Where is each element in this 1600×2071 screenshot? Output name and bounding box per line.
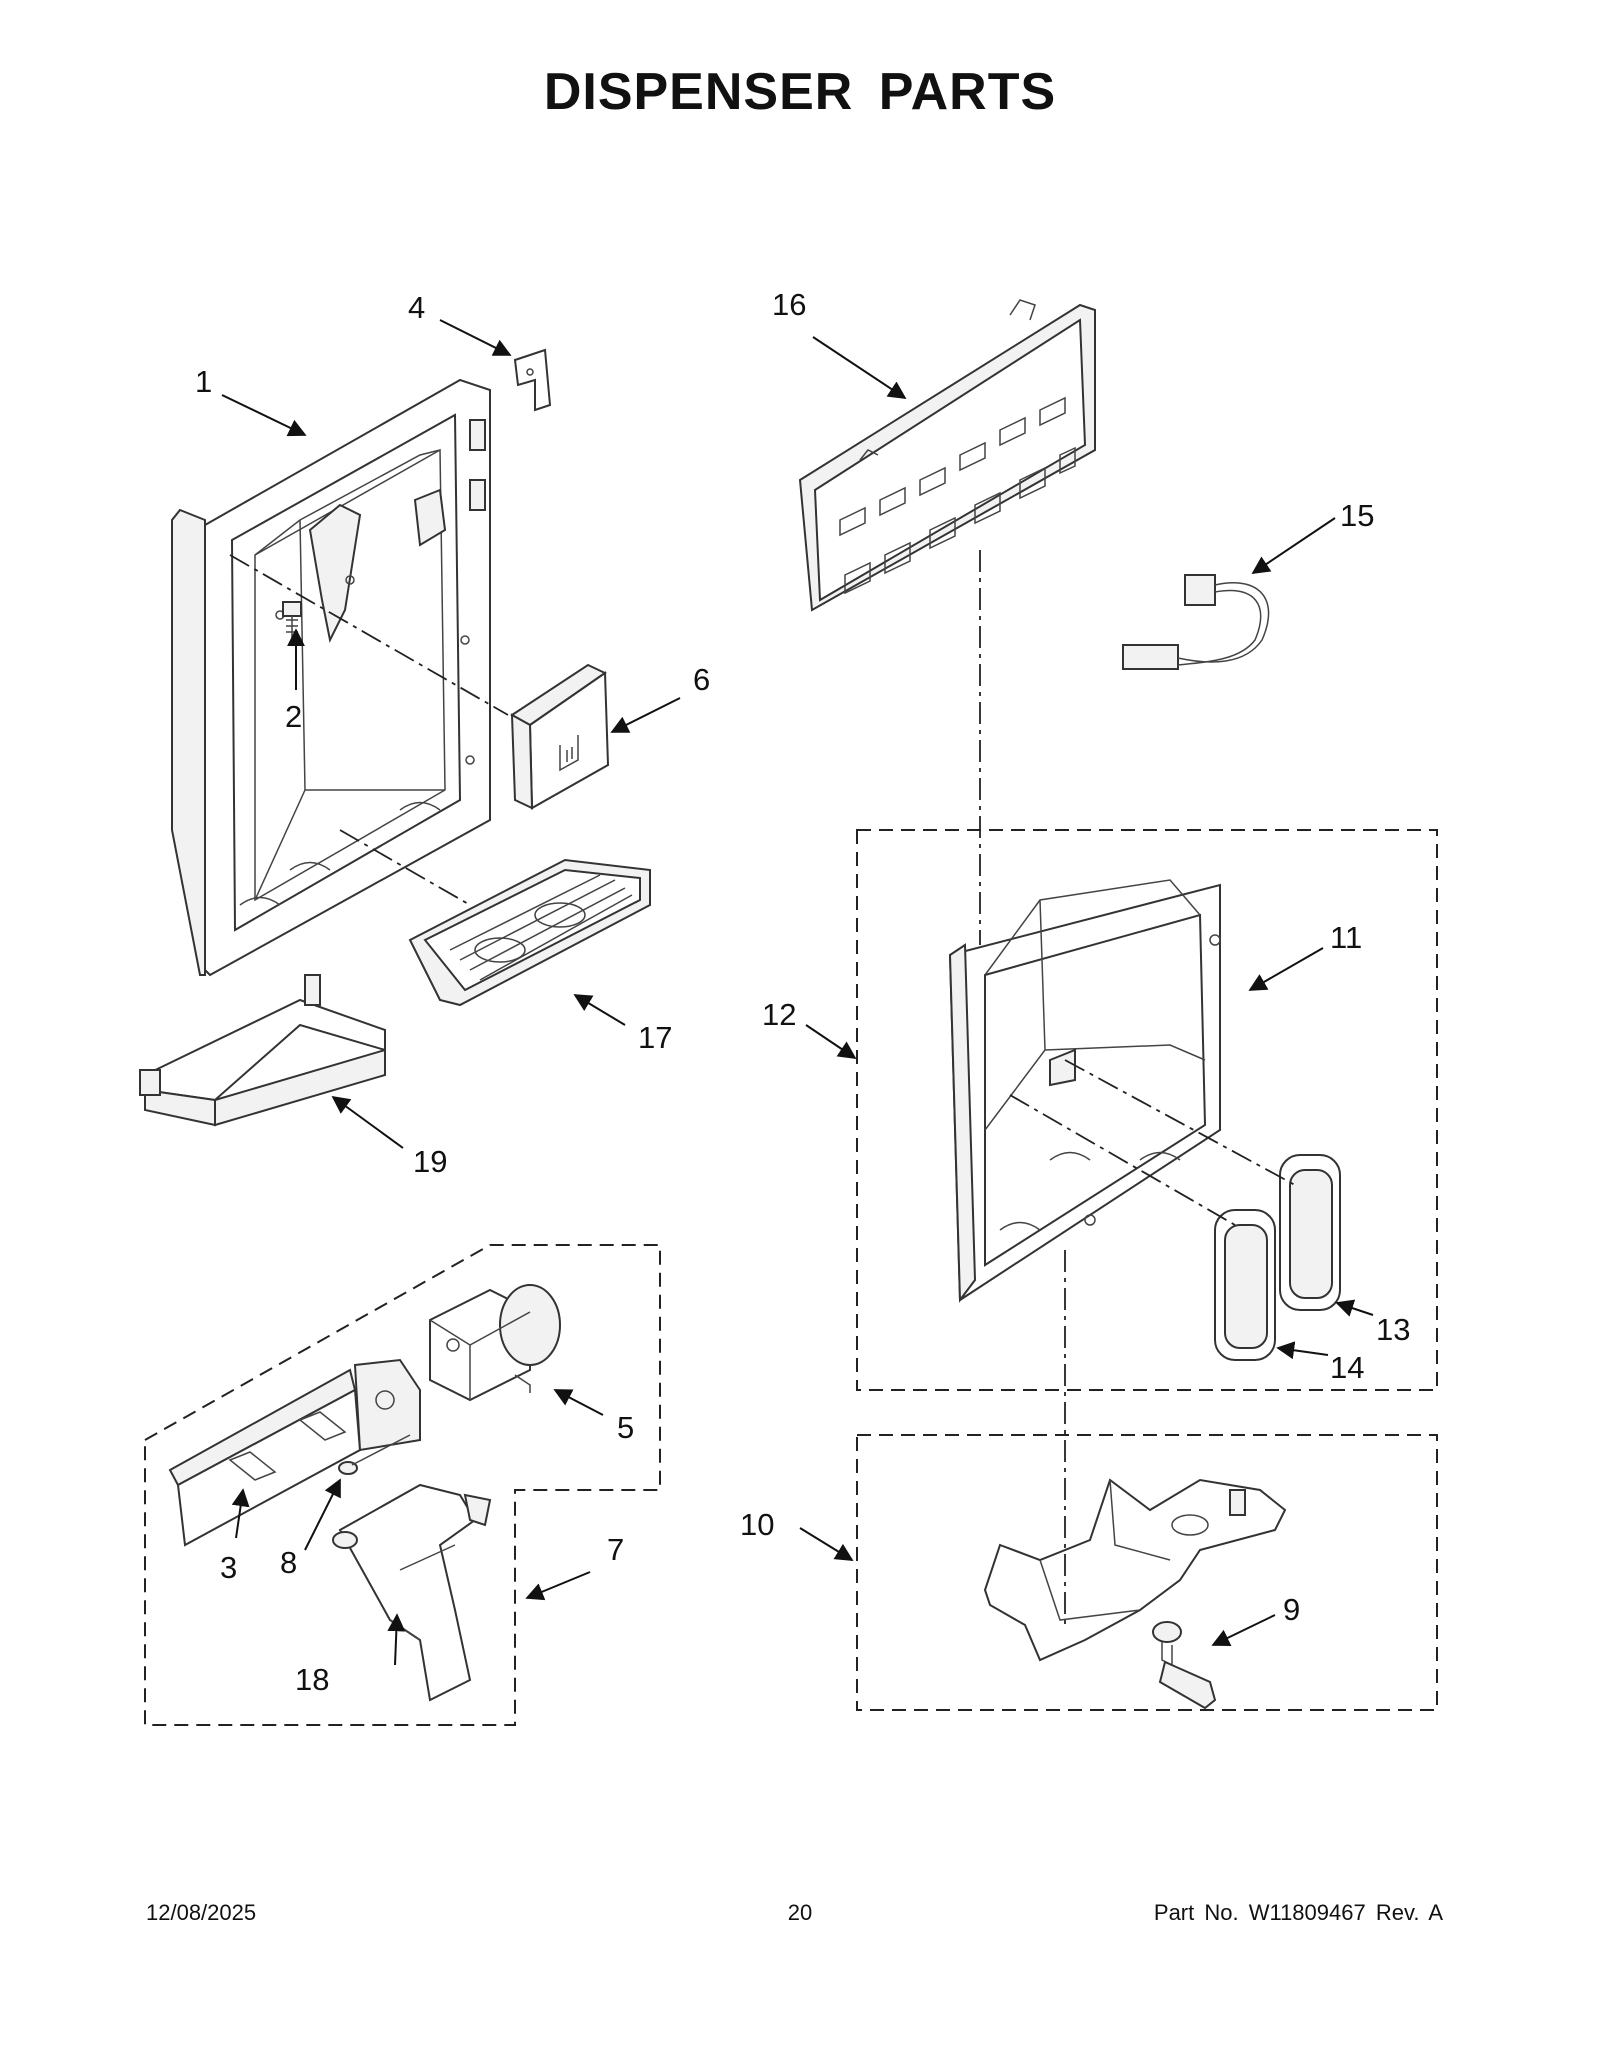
part-8-pin <box>338 1434 411 1475</box>
part-10-ice-chute <box>983 1478 1287 1662</box>
callout-labels: 1 2 3 4 5 6 7 8 9 10 11 12 13 14 15 16 1… <box>195 287 1410 1697</box>
callout-19: 19 <box>413 1144 447 1179</box>
callout-14: 14 <box>1330 1350 1364 1385</box>
callout-18: 18 <box>295 1662 329 1697</box>
part-2-screw <box>282 601 302 640</box>
callout-16: 16 <box>772 287 806 322</box>
part-6-cover <box>510 663 610 810</box>
footer-date: 12/08/2025 <box>146 1900 257 1925</box>
part-11-dispenser-frame <box>948 879 1221 1303</box>
group-7-outline <box>144 1244 661 1726</box>
part-14-pad <box>1214 1209 1276 1361</box>
group-12-outline <box>856 829 1438 1391</box>
callout-5: 5 <box>617 1410 634 1445</box>
page-title: DISPENSER PARTS <box>543 63 1057 121</box>
callout-10: 10 <box>740 1507 774 1542</box>
part-1-dispenser-housing <box>171 378 491 977</box>
part-13-pad <box>1279 1154 1341 1311</box>
part-15-wire-harness <box>1122 574 1270 670</box>
part-18-lever <box>332 1483 492 1702</box>
callout-8: 8 <box>280 1545 297 1580</box>
part-3-paddle-bracket <box>168 1358 421 1547</box>
callout-2: 2 <box>285 699 302 734</box>
part-17-drip-tray <box>408 858 651 1007</box>
callout-6: 6 <box>693 662 710 697</box>
callout-1: 1 <box>195 364 212 399</box>
callout-13: 13 <box>1376 1312 1410 1347</box>
centerlines <box>229 550 1296 1625</box>
callout-12: 12 <box>762 997 796 1032</box>
leader-lines <box>221 319 1374 1666</box>
part-19-trim <box>139 974 386 1127</box>
callout-15: 15 <box>1340 498 1374 533</box>
callout-7: 7 <box>607 1532 624 1567</box>
callout-4: 4 <box>408 290 425 325</box>
part-9-nozzle <box>1152 1621 1217 1710</box>
group-10-outline <box>856 1434 1438 1711</box>
callout-17: 17 <box>638 1020 672 1055</box>
part-16-control-board <box>798 299 1096 612</box>
footer-part-info: Part No. W11809467 Rev. A <box>1153 1900 1443 1925</box>
part-5-motor <box>429 1284 561 1402</box>
part-4-bracket <box>513 348 552 412</box>
callout-11: 11 <box>1330 920 1362 955</box>
callout-9: 9 <box>1283 1592 1300 1627</box>
footer-page-number: 20 <box>787 1900 813 1925</box>
callout-3: 3 <box>220 1550 237 1585</box>
